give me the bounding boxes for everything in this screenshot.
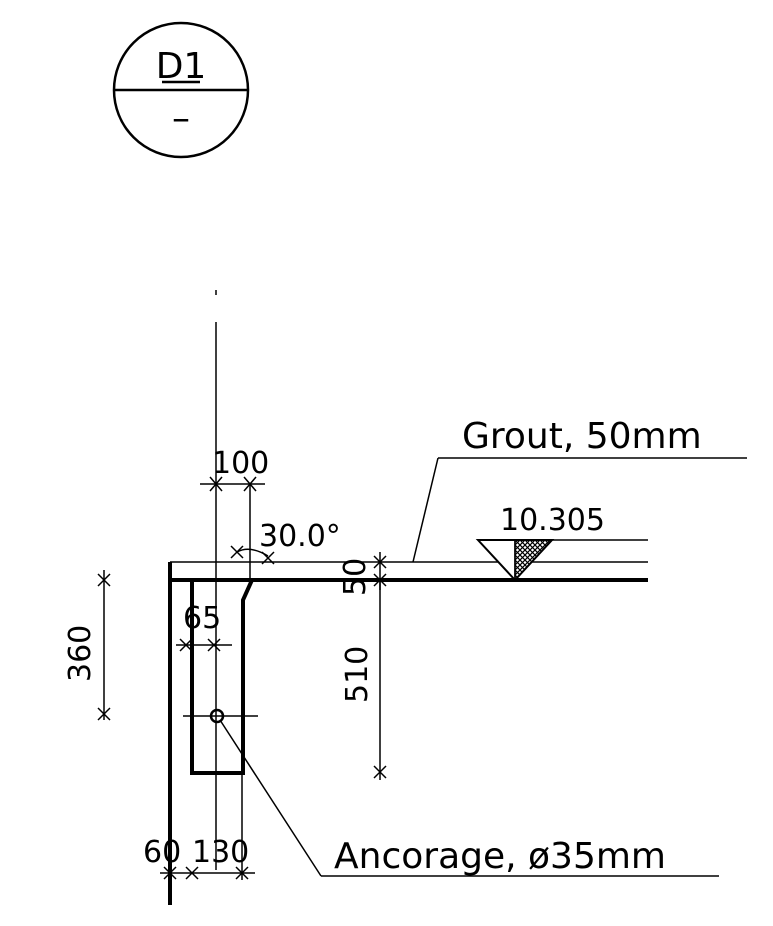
anchorage-callout: Ancorage, ø35mm — [219, 719, 719, 877]
embedded-plate — [190, 579, 254, 775]
elevation-triangle-hatch — [514, 539, 554, 582]
dim-bottom-tick-2 — [185, 866, 199, 880]
dim-360-tick-top — [97, 573, 111, 587]
grout-callout: Grout, 50mm — [412, 416, 747, 563]
dim-65-label: 65 — [183, 601, 221, 636]
dim-130-label: 130 — [192, 835, 249, 870]
dim-bottom-tick-1 — [163, 866, 177, 880]
angle-tick-right — [261, 551, 275, 565]
dim-510-tick-bottom — [373, 765, 387, 779]
elevation-value: 10.305 — [500, 503, 605, 538]
dimension-50: 50 — [338, 552, 387, 596]
dim-65-tick-left — [179, 638, 193, 652]
dim-360-label: 360 — [63, 625, 98, 682]
detail-marker-top-label: D1 — [156, 46, 207, 87]
dim-65-tick-right — [207, 638, 221, 652]
angle-tick-left — [230, 545, 244, 559]
dim-100-tick-left — [209, 476, 223, 492]
dim-50-label: 50 — [338, 558, 373, 596]
dimension-65: 65 — [176, 601, 232, 652]
dim-510-label: 510 — [340, 646, 375, 703]
anchorage-label: Ancorage, ø35mm — [334, 836, 666, 877]
dim-100-label: 100 — [212, 446, 269, 481]
dim-360-tick-bottom — [97, 707, 111, 721]
dim-50-tick-top — [373, 555, 387, 569]
angle-label: 30.0° — [259, 519, 341, 554]
dimension-510: 510 — [340, 580, 387, 780]
dim-60-label: 60 — [143, 835, 181, 870]
grout-label: Grout, 50mm — [462, 416, 702, 457]
dimension-100: 100 — [200, 446, 269, 586]
detail-marker-bottom-label: – — [172, 98, 190, 139]
detail-marker: D1 – — [112, 21, 250, 159]
dimension-60-130: 60 130 — [143, 773, 255, 880]
dimension-angle: 30.0° — [230, 519, 341, 565]
anchorage-leader — [219, 719, 322, 877]
grout-leader — [412, 457, 439, 563]
elevation-marker: 10.305 — [475, 503, 648, 582]
dimension-360: 360 — [63, 570, 111, 721]
